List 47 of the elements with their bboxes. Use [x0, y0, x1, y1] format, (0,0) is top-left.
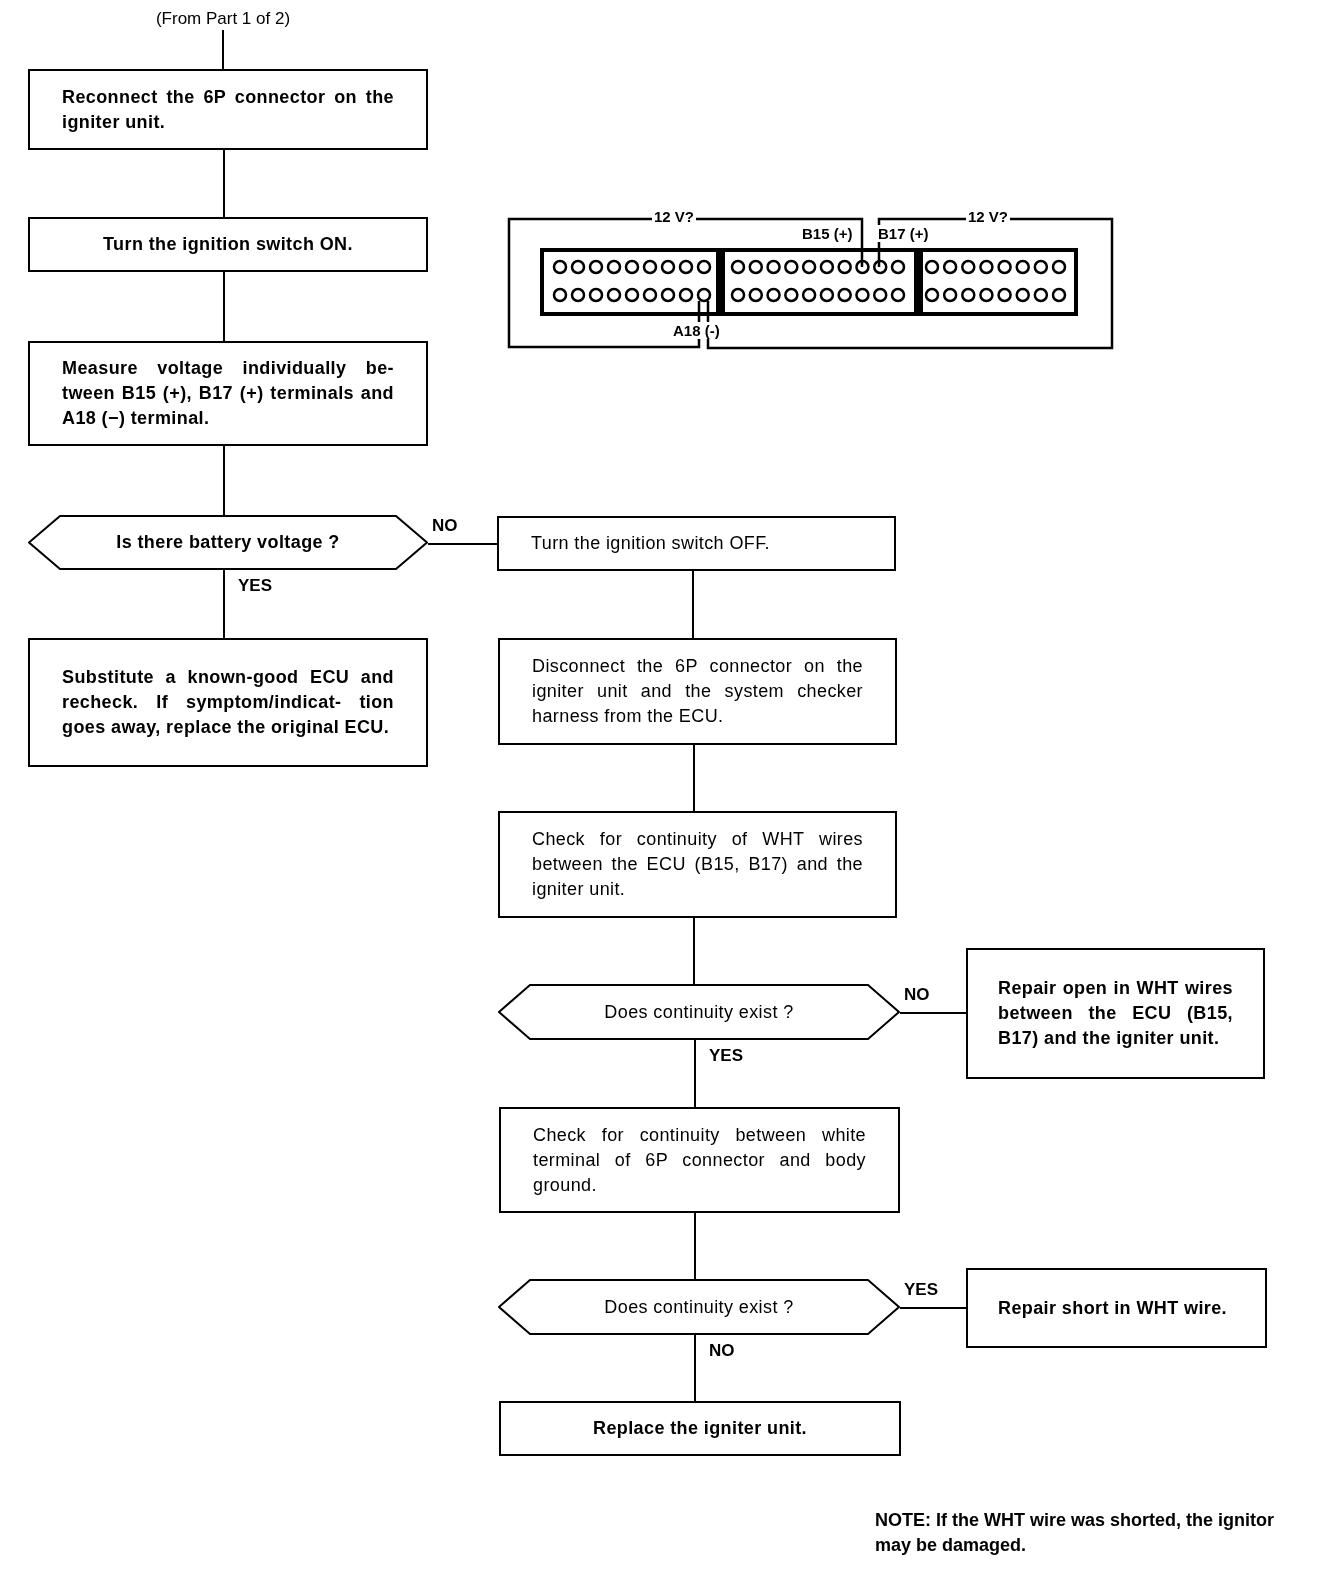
- step-text: Turn the ignition switch OFF.: [531, 532, 772, 555]
- connector-line: [692, 570, 694, 639]
- note-text: NOTE: If the WHT wire was shorted, the ignitor may be damaged.: [874, 1509, 1275, 1557]
- terminal-label: B15 (+): [800, 225, 855, 242]
- process-box: [499, 1107, 900, 1213]
- connector-line: [427, 543, 498, 545]
- process-box: [498, 811, 897, 918]
- step-text: Substitute a known-good ECU and recheck. If symptom/indicat- tion goes away, replace the original ECU.: [62, 666, 394, 739]
- process-box: [499, 1401, 901, 1456]
- decision-box: [498, 1279, 900, 1335]
- connector-line: [693, 917, 695, 985]
- process-box: [28, 341, 428, 446]
- terminal-label: B17 (+): [876, 225, 931, 242]
- connector-line: [222, 29, 224, 70]
- question-text: Does continuity exist ?: [603, 1000, 795, 1024]
- step-text: Repair short in WHT wire.: [998, 1296, 1229, 1320]
- connector-line: [693, 744, 695, 812]
- process-box: [28, 638, 428, 767]
- decision-box: [498, 984, 900, 1040]
- process-box: [28, 69, 428, 150]
- process-box: [966, 948, 1265, 1079]
- step-text: Check for continuity between white terminal of 6P connector and body ground.: [533, 1123, 866, 1197]
- connector-line: [694, 1039, 696, 1108]
- step-text: Reconnect the 6P connector on the igniter unit.: [62, 85, 394, 134]
- terminal-label: A18 (-): [671, 322, 722, 339]
- step-text: Turn the ignition switch ON.: [102, 233, 354, 256]
- step-text: Measure voltage individually be- tween B15 (+), B17 (+) terminals and A18 (−) terminal.: [62, 357, 394, 430]
- step-text: Disconnect the 6P connector on the igniter unit and the system checker harness from the ECU.: [532, 655, 863, 728]
- step-text: Check for continuity of WHT wires between the ECU (B15, B17) and the igniter unit.: [532, 828, 863, 901]
- connector-line: [899, 1307, 967, 1309]
- connector-line: [223, 445, 225, 516]
- connector-line: [694, 1334, 696, 1402]
- process-box: [497, 516, 896, 571]
- question-text: Does continuity exist ?: [603, 1295, 795, 1319]
- connector-line: [694, 1212, 696, 1280]
- process-box: [28, 217, 428, 272]
- step-text: Replace the igniter unit.: [592, 1417, 808, 1440]
- connector-line: [223, 271, 225, 342]
- process-box: [966, 1268, 1267, 1348]
- step-text: Repair open in WHT wires between the ECU (B15, B17) and the igniter unit.: [998, 977, 1233, 1050]
- decision-box: [28, 515, 428, 570]
- note-text: (From Part 1 of 2): [154, 7, 292, 30]
- question-text: Is there battery voltage ?: [115, 531, 341, 554]
- process-box: [498, 638, 897, 745]
- connector-line: [899, 1012, 967, 1014]
- connector-line: [223, 569, 225, 639]
- connector-line: [223, 149, 225, 218]
